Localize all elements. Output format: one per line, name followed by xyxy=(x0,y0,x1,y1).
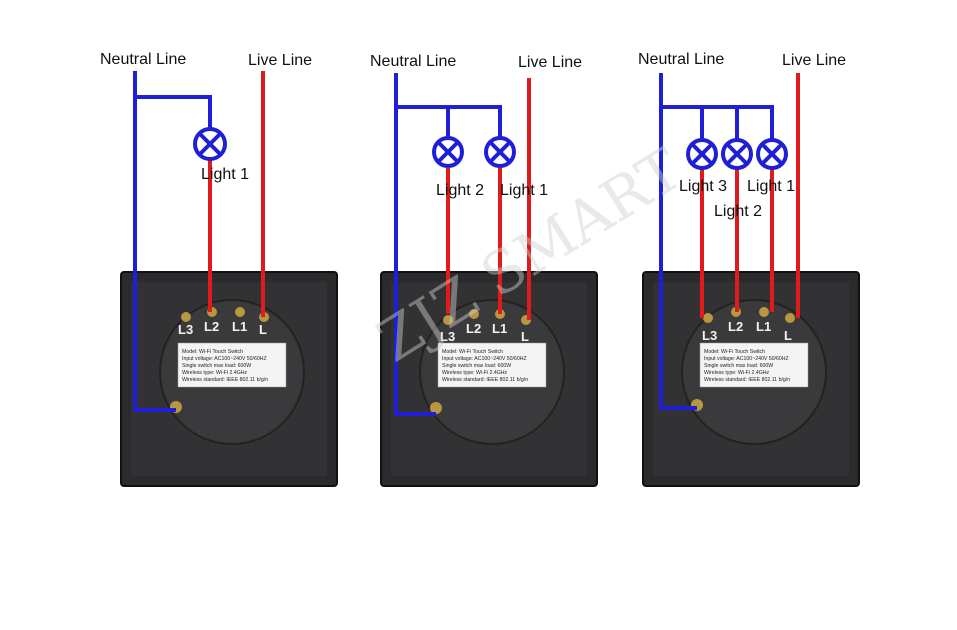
switch-panel-3: Model: Wi-Fi Touch Switch Input voltage:… xyxy=(642,271,860,487)
sticker-line-1: Model: Wi-Fi Touch Switch xyxy=(442,349,503,355)
switch-panel-2: Model: Wi-Fi Touch Switch Input voltage:… xyxy=(380,271,598,487)
light-label-2: Light 2 xyxy=(714,203,762,220)
terminal-label-l: L xyxy=(521,329,529,344)
sticker-line-5: Wireless standard: IEEE 802.11 b/g/n xyxy=(182,377,268,383)
sticker-line-2: Input voltage: AC100~240V 50/60HZ xyxy=(442,356,527,362)
terminal-screw xyxy=(443,315,453,325)
neutral-wire xyxy=(394,73,436,416)
terminal-label-l3: L3 xyxy=(440,329,455,344)
sticker-line-5: Wireless standard: IEEE 802.11 b/g/n xyxy=(704,377,790,383)
neutral-line-label: Neutral Line xyxy=(638,51,724,68)
neutral-branch xyxy=(135,95,212,128)
terminal-screw xyxy=(785,313,795,323)
neutral-screw xyxy=(430,402,442,414)
lamp-icon xyxy=(756,138,788,170)
terminal-label-l2: L2 xyxy=(466,321,481,336)
sticker-line-3: Single switch max load: 600W xyxy=(704,363,773,369)
sticker-line-5: Wireless standard: IEEE 802.11 b/g/n xyxy=(442,377,528,383)
lamp-icon xyxy=(484,136,516,168)
sticker-line-3: Single switch max load: 600W xyxy=(442,363,511,369)
terminal-screw xyxy=(469,309,479,319)
terminal-label-l: L xyxy=(259,322,267,337)
neutral-wire xyxy=(133,71,176,412)
terminal-label-l2: L2 xyxy=(728,319,743,334)
diagram-3: Model: Wi-Fi Touch Switch Input voltage:… xyxy=(638,51,860,487)
terminal-screw xyxy=(181,312,191,322)
sticker-line-4: Wireless type: Wi-Fi 2.4GHz xyxy=(442,370,508,376)
neutral-branch xyxy=(661,105,774,140)
lamp-icon xyxy=(193,127,227,161)
terminal-label-l2: L2 xyxy=(204,319,219,334)
lamp-icon xyxy=(432,136,464,168)
terminal-label-l1: L1 xyxy=(232,319,247,334)
neutral-line-label: Neutral Line xyxy=(100,51,186,68)
terminal-label-l3: L3 xyxy=(178,322,193,337)
sticker-line-4: Wireless type: Wi-Fi 2.4GHz xyxy=(182,370,248,376)
light-label-3: Light 3 xyxy=(679,178,727,195)
terminal-label-l1: L1 xyxy=(756,319,771,334)
switch-panel-1: Model: Wi-Fi Touch Switch Input voltage:… xyxy=(120,271,338,487)
light-label-1: Light 1 xyxy=(201,166,249,183)
sticker-line-2: Input voltage: AC100~240V 50/60HZ xyxy=(182,356,267,362)
light-label-2: Light 2 xyxy=(436,182,484,199)
light-label-1: Light 1 xyxy=(500,182,548,199)
sticker-line-4: Wireless type: Wi-Fi 2.4GHz xyxy=(704,370,770,376)
terminal-screw xyxy=(759,307,769,317)
terminal-label-l3: L3 xyxy=(702,328,717,343)
lamp-icon xyxy=(721,138,753,170)
neutral-line-label: Neutral Line xyxy=(370,53,456,70)
lamp-icon xyxy=(686,138,718,170)
terminal-screw xyxy=(235,307,245,317)
diagram-1: Model: Wi-Fi Touch Switch Input voltage:… xyxy=(100,51,338,487)
light-label-1: Light 1 xyxy=(747,178,795,195)
terminal-label-l: L xyxy=(784,328,792,343)
sticker-line-2: Input voltage: AC100~240V 50/60HZ xyxy=(704,356,789,362)
sticker-line-3: Single switch max load: 600W xyxy=(182,363,251,369)
neutral-branch xyxy=(396,105,502,138)
terminal-screw xyxy=(703,313,713,323)
neutral-wire xyxy=(659,73,697,410)
sticker-line-1: Model: Wi-Fi Touch Switch xyxy=(704,349,765,355)
diagram-2: Model: Wi-Fi Touch Switch Input voltage:… xyxy=(370,53,598,487)
live-line-label: Live Line xyxy=(248,52,312,69)
sticker-line-1: Model: Wi-Fi Touch Switch xyxy=(182,349,243,355)
live-line-label: Live Line xyxy=(782,52,846,69)
terminal-label-l1: L1 xyxy=(492,321,507,336)
live-line-label: Live Line xyxy=(518,54,582,71)
